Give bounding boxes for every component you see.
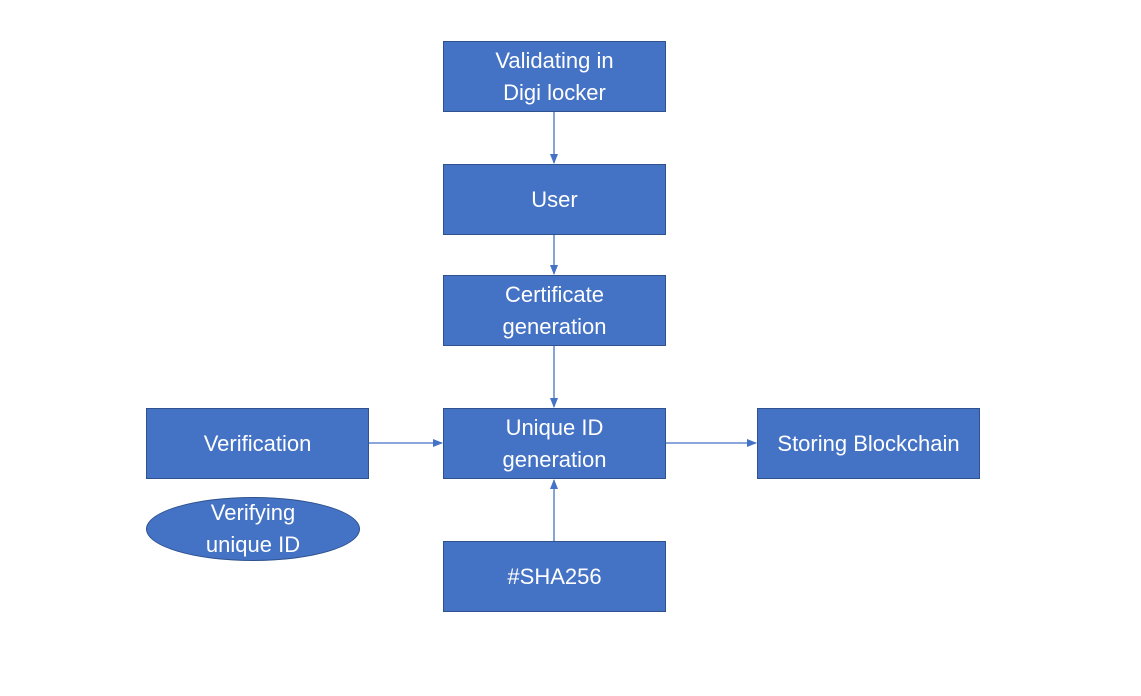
verifying-unique-id-label: Verifying unique ID (205, 500, 301, 557)
certificate-generation-label: Certificate generation (502, 281, 607, 339)
certificate-generation-node: Certificate generation (443, 275, 666, 346)
verification-node: Verification (146, 408, 369, 479)
storing-blockchain-node: Storing Blockchain (757, 408, 980, 479)
verification-label: Verification (203, 430, 312, 456)
user-label: User (531, 186, 578, 212)
storing-blockchain-label: Storing Blockchain (777, 430, 960, 456)
sha256-node: #SHA256 (443, 541, 666, 612)
validating-digi-locker-node: Validating in Digi locker (443, 41, 666, 112)
user-node: User (443, 164, 666, 235)
validating-digi-locker-label: Validating in Digi locker (495, 47, 614, 105)
unique-id-generation-node: Unique ID generation (443, 408, 666, 479)
sha256-label: #SHA256 (507, 563, 602, 589)
verifying-unique-id-ellipse: Verifying unique ID (146, 497, 360, 561)
unique-id-generation-label: Unique ID generation (502, 414, 607, 472)
